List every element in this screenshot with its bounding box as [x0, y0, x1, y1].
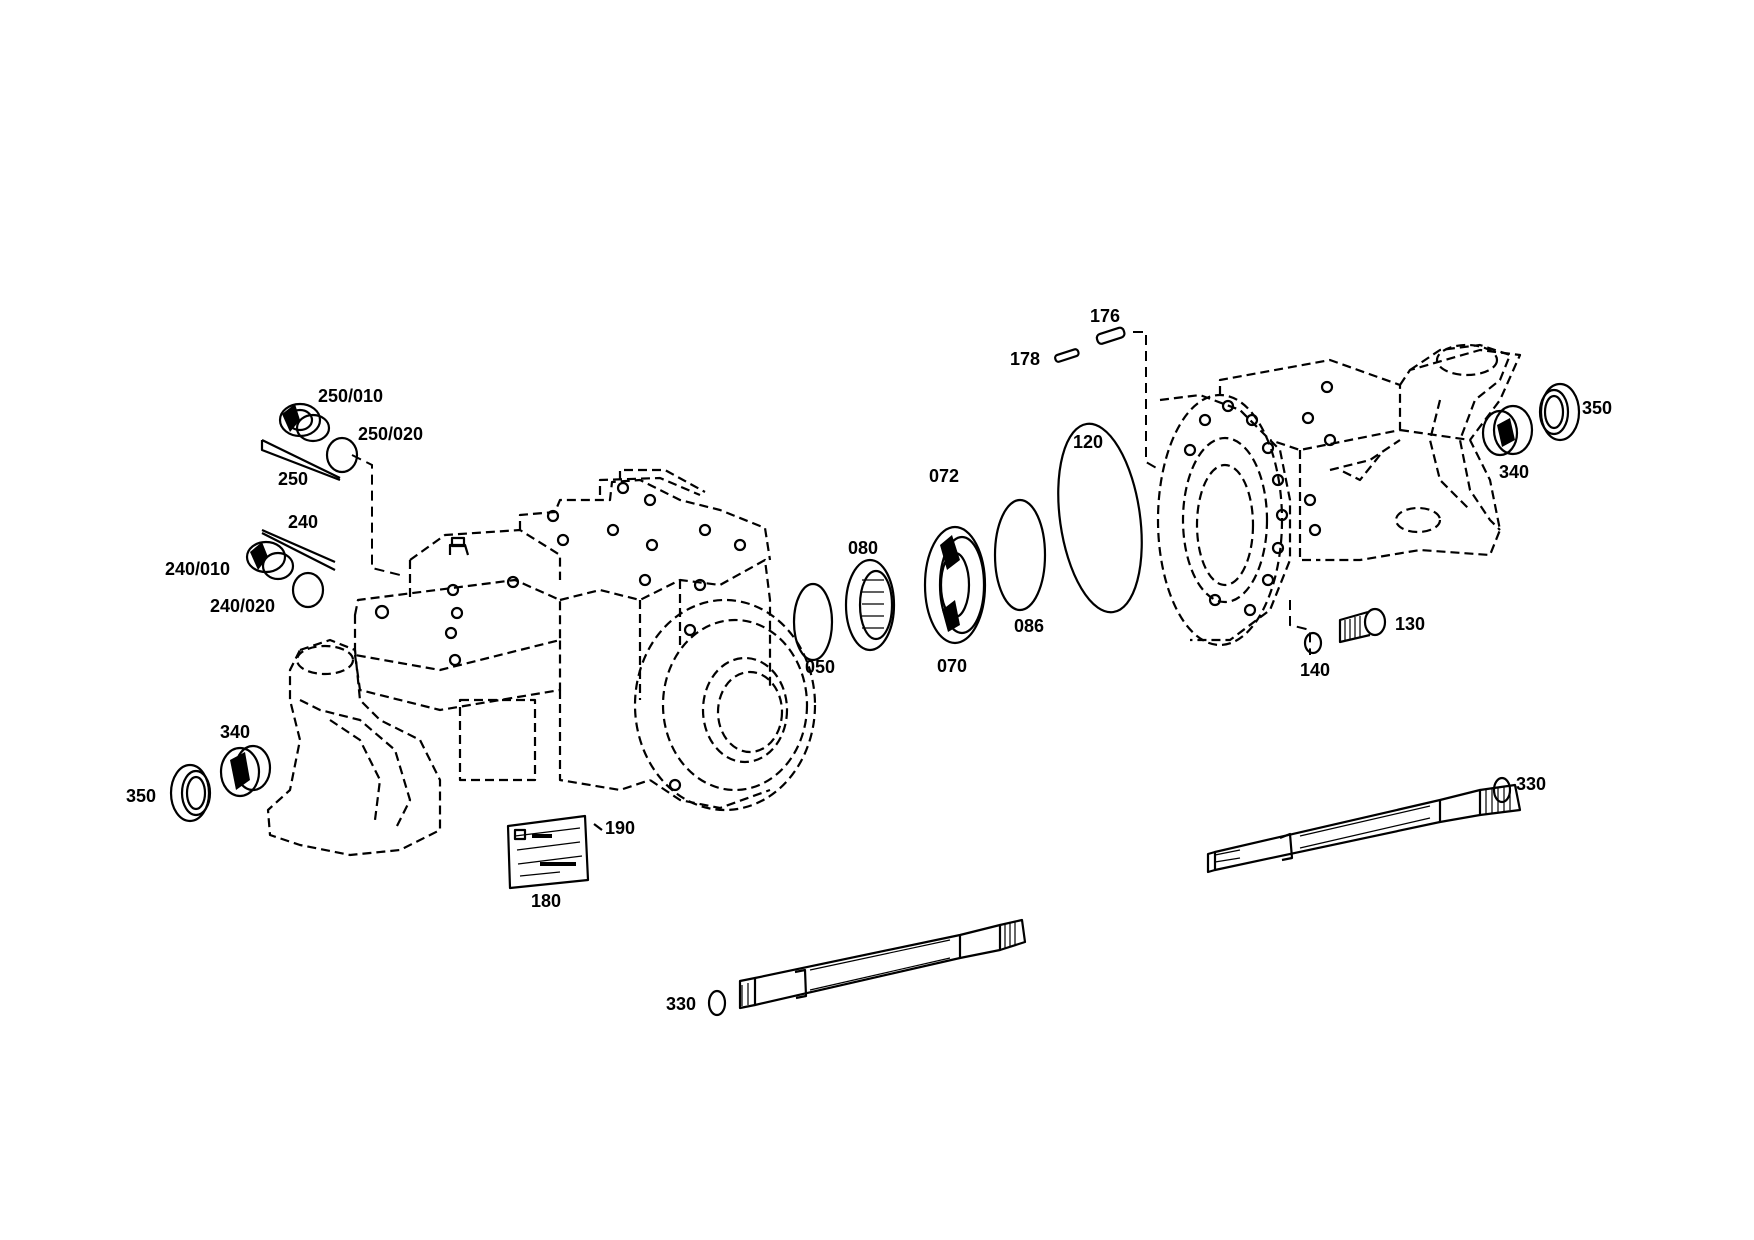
bearing-080 [844, 558, 896, 652]
plug-240-010 [245, 540, 295, 581]
o-ring-240-020 [291, 571, 325, 609]
bolt-130 [1338, 607, 1387, 644]
label-072: 072 [929, 466, 959, 486]
o-ring-050 [792, 582, 834, 662]
label-350-left: 350 [126, 786, 156, 806]
label-070: 070 [937, 656, 967, 676]
bearing-340-left [219, 744, 272, 798]
label-176: 176 [1090, 306, 1120, 326]
label-330-bottom: 330 [666, 994, 696, 1014]
leader-lines [260, 331, 1311, 655]
label-240-020: 240/020 [210, 596, 275, 616]
washer-140 [1303, 631, 1323, 655]
seal-350-right [1538, 382, 1581, 442]
seal-350-left [169, 763, 212, 823]
rivet-190 [593, 823, 603, 831]
bracket-240 [261, 528, 336, 564]
label-340-right: 340 [1499, 462, 1529, 482]
label-190: 190 [605, 818, 635, 838]
label-086: 086 [1014, 616, 1044, 636]
bearing-070-072 [923, 525, 987, 645]
label-250-020: 250/020 [358, 424, 423, 444]
label-140: 140 [1300, 660, 1330, 680]
label-240-010: 240/010 [165, 559, 230, 579]
right-axle-housing [1156, 343, 1522, 647]
pin-178 [1054, 348, 1080, 363]
circlip-330-bottom [707, 989, 727, 1017]
plug-250-010 [278, 402, 331, 443]
left-axle-housing [266, 468, 817, 857]
label-080: 080 [848, 538, 878, 558]
label-330-right: 330 [1516, 774, 1546, 794]
half-shaft-bottom [738, 918, 1027, 1010]
label-180: 180 [531, 891, 561, 911]
label-250: 250 [278, 469, 308, 489]
nameplate-180 [506, 814, 590, 890]
o-ring-250-020 [325, 436, 359, 474]
bearing-340-right [1481, 404, 1534, 457]
label-350-right: 350 [1582, 398, 1612, 418]
o-ring-086 [993, 498, 1047, 612]
label-240: 240 [288, 512, 318, 532]
label-340-left: 340 [220, 722, 250, 742]
label-120: 120 [1073, 432, 1103, 452]
pin-176 [1095, 326, 1126, 345]
part-labels: 250/010 250/020 250 240 240/010 240/020 … [126, 306, 1612, 1014]
label-178: 178 [1010, 349, 1040, 369]
bracket-250 [261, 439, 341, 479]
o-ring-120 [1057, 422, 1143, 614]
label-130: 130 [1395, 614, 1425, 634]
circlip-330-right [1492, 776, 1512, 804]
half-shaft-right [1206, 783, 1522, 874]
label-250-010: 250/010 [318, 386, 383, 406]
label-050: 050 [805, 657, 835, 677]
